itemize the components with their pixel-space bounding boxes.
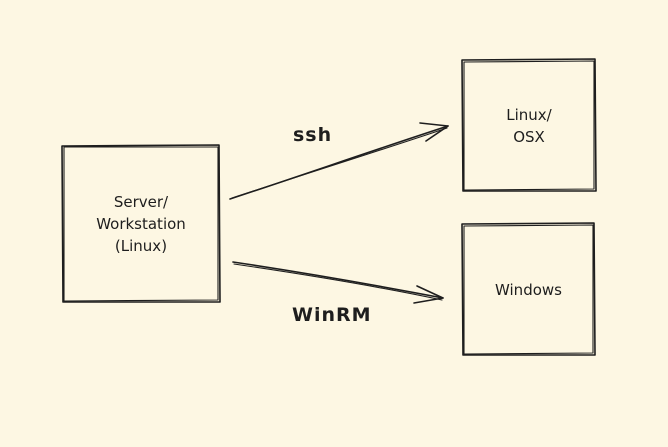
winrm-edge-label: WinRM (292, 304, 372, 326)
windows-node-box (461, 222, 596, 356)
ssh-arrow (229, 122, 449, 200)
winrm-arrow (232, 261, 444, 304)
ssh-edge-label: ssh (293, 124, 333, 146)
linux-node-label: Linux/ OSX (506, 105, 552, 146)
linux-node-box (461, 58, 597, 192)
server-node-box (61, 144, 221, 303)
server-node-label: Server/ Workstation (Linux) (96, 193, 186, 255)
windows-node-label: Windows (495, 280, 562, 299)
